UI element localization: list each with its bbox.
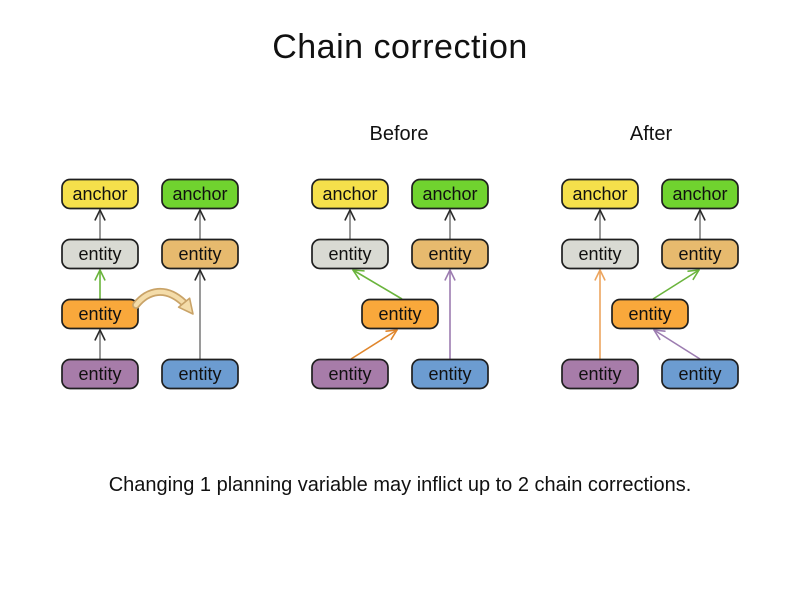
chain-arrow bbox=[652, 269, 700, 300]
entity-box bbox=[361, 298, 439, 330]
entity-label: entity bbox=[78, 244, 121, 264]
entity-label: entity bbox=[578, 244, 621, 264]
entity-box bbox=[411, 238, 489, 270]
chain-arrow bbox=[653, 329, 701, 360]
arrowhead bbox=[94, 329, 101, 341]
diagram-group-after: After anchor anchor entity entity entity entit… bbox=[561, 123, 739, 390]
page-title: Chain correction bbox=[272, 28, 528, 66]
group-label-after: After bbox=[630, 123, 673, 145]
arrowhead bbox=[694, 209, 701, 221]
arrowhead bbox=[653, 329, 661, 341]
arrowhead bbox=[594, 209, 601, 221]
entity-label: entity bbox=[628, 304, 671, 324]
anchor-box bbox=[561, 178, 639, 210]
chain-arrow bbox=[350, 329, 398, 360]
anchor-box bbox=[311, 178, 389, 210]
arrowhead bbox=[94, 269, 101, 281]
anchor-label: anchor bbox=[672, 184, 727, 204]
arrowhead bbox=[699, 209, 706, 221]
arrowhead bbox=[94, 209, 101, 221]
arrowhead bbox=[194, 209, 201, 221]
entity-label: entity bbox=[328, 244, 371, 264]
arrowhead bbox=[385, 329, 398, 332]
arrowhead bbox=[687, 269, 700, 272]
entity-label: entity bbox=[678, 244, 721, 264]
entity-box bbox=[561, 238, 639, 270]
arrowhead bbox=[653, 329, 666, 332]
arrowhead bbox=[599, 269, 606, 281]
anchor-label: anchor bbox=[322, 184, 377, 204]
entity-box bbox=[661, 238, 739, 270]
arrowhead bbox=[99, 269, 106, 281]
arrowhead bbox=[99, 329, 106, 341]
entity-box bbox=[61, 298, 139, 330]
entity-box bbox=[161, 238, 239, 270]
entity-box bbox=[311, 238, 389, 270]
entity-label: entity bbox=[428, 364, 471, 384]
entity-label: entity bbox=[328, 364, 371, 384]
arrowhead bbox=[194, 269, 201, 281]
arrowhead bbox=[99, 209, 106, 221]
arrowhead bbox=[344, 209, 351, 221]
diagram-group-initial: anchor anchor entity entity entity entity enti… bbox=[61, 178, 239, 390]
arrowhead bbox=[692, 269, 700, 281]
entity-label: entity bbox=[378, 304, 421, 324]
arrowhead bbox=[390, 329, 398, 341]
arrowhead bbox=[199, 209, 206, 221]
entity-box bbox=[661, 358, 739, 390]
anchor-box bbox=[411, 178, 489, 210]
entity-label: entity bbox=[578, 364, 621, 384]
entity-label: entity bbox=[428, 244, 471, 264]
entity-box bbox=[161, 358, 239, 390]
chain-arrow bbox=[352, 269, 403, 300]
arrowhead bbox=[444, 269, 451, 281]
entity-box bbox=[61, 358, 139, 390]
entity-label: entity bbox=[678, 364, 721, 384]
move-arrow-body bbox=[133, 289, 187, 308]
entity-label: entity bbox=[178, 244, 221, 264]
anchor-box bbox=[61, 178, 139, 210]
arrowhead bbox=[444, 209, 451, 221]
arrowhead bbox=[594, 269, 601, 281]
anchor-box bbox=[661, 178, 739, 210]
entity-box bbox=[611, 298, 689, 330]
arrowhead bbox=[599, 209, 606, 221]
entity-label: entity bbox=[78, 304, 121, 324]
caption-text: Changing 1 planning variable may inflict… bbox=[108, 474, 692, 496]
entity-box bbox=[561, 358, 639, 390]
group-label-before: Before bbox=[370, 123, 429, 145]
anchor-label: anchor bbox=[172, 184, 227, 204]
entity-box bbox=[61, 238, 139, 270]
arrowhead bbox=[449, 269, 456, 281]
entity-box bbox=[311, 358, 389, 390]
anchor-box bbox=[161, 178, 239, 210]
entity-box bbox=[411, 358, 489, 390]
entity-label: entity bbox=[178, 364, 221, 384]
arrowhead bbox=[199, 269, 206, 281]
arrowhead bbox=[449, 209, 456, 221]
entity-label: entity bbox=[78, 364, 121, 384]
arrowhead bbox=[352, 269, 360, 280]
arrowhead bbox=[349, 209, 356, 221]
anchor-label: anchor bbox=[422, 184, 477, 204]
move-arrow-head-icon bbox=[177, 297, 194, 315]
arrowhead bbox=[352, 269, 365, 272]
diagram-group-before: Before anchor anchor entity entity entity enti… bbox=[311, 123, 489, 390]
anchor-label: anchor bbox=[572, 184, 627, 204]
anchor-label: anchor bbox=[72, 184, 127, 204]
